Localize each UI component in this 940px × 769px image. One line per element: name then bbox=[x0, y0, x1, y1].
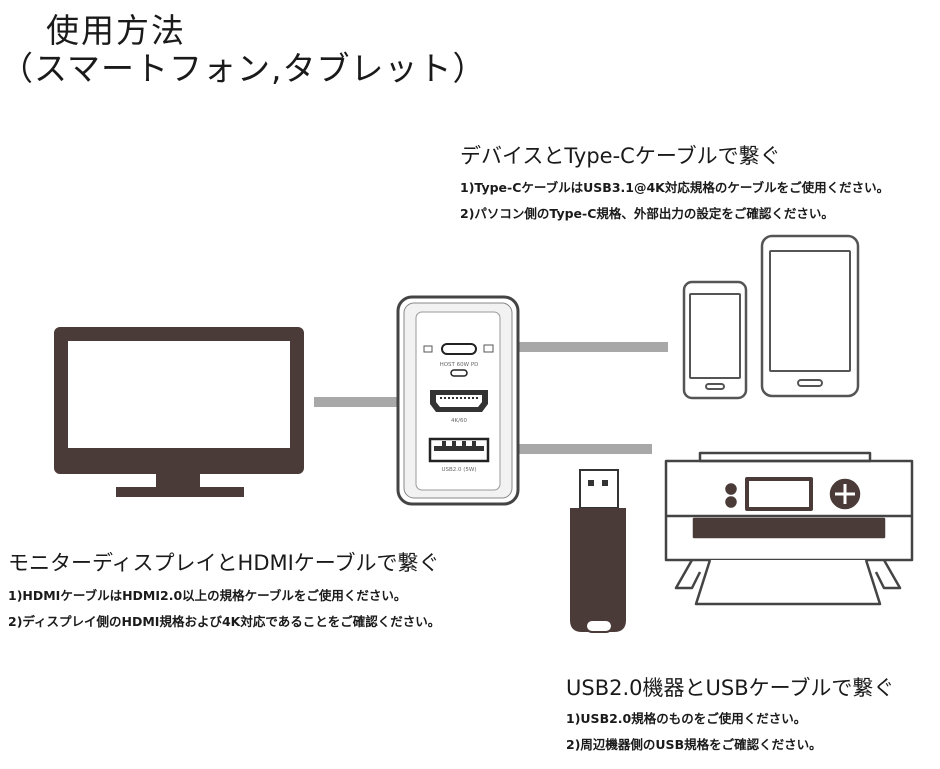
page-subtitle: （スマートフォン,タブレット） bbox=[0, 49, 487, 88]
tablet-icon bbox=[760, 234, 860, 398]
typec-note-1: 1)Type-CケーブルはUSB3.1@4K対応規格のケーブルをご使用ください。 bbox=[460, 180, 890, 195]
hdmi-port-icon bbox=[430, 390, 488, 412]
page-title: 使用方法 bbox=[46, 11, 186, 50]
usb-heading: USB2.0機器とUSBケーブルで繋ぐ bbox=[566, 676, 895, 700]
typec-cable bbox=[512, 342, 668, 352]
smartphone-icon bbox=[682, 280, 748, 400]
hdmi-heading: モニターディスプレイとHDMIケーブルで繋ぐ bbox=[8, 551, 440, 575]
typec-port-label: HOST 60W PD bbox=[440, 362, 479, 368]
typec-note-2: 2)パソコン側のType-C規格、外部出力の設定をご確認ください。 bbox=[460, 206, 834, 221]
hdmi-note-2: 2)ディスプレイ側のHDMI規格および4K対応であることをご確認ください。 bbox=[8, 614, 441, 629]
usb-drive-icon bbox=[570, 469, 626, 633]
hub-adapter bbox=[396, 295, 520, 506]
usb-note-2: 2)周辺機器側のUSB規格をご確認ください。 bbox=[566, 737, 822, 752]
usb-port-label: USB2.0 (5W) bbox=[441, 467, 476, 473]
hdmi-note-1: 1)HDMIケーブルはHDMI2.0以上の規格ケーブルをご使用ください。 bbox=[8, 588, 407, 603]
usb-note-1: 1)USB2.0規格のものをご使用ください。 bbox=[566, 711, 807, 726]
typec-port-icon bbox=[423, 343, 494, 377]
printer-icon bbox=[664, 451, 914, 606]
usb-port-icon bbox=[428, 437, 490, 463]
typec-heading: デバイスとType-Cケーブルで繋ぐ bbox=[460, 144, 781, 168]
usb-cable bbox=[512, 444, 652, 454]
monitor-icon bbox=[54, 327, 304, 497]
hdmi-cable bbox=[314, 397, 404, 407]
hdmi-port-label: 4K/60 bbox=[451, 418, 467, 424]
